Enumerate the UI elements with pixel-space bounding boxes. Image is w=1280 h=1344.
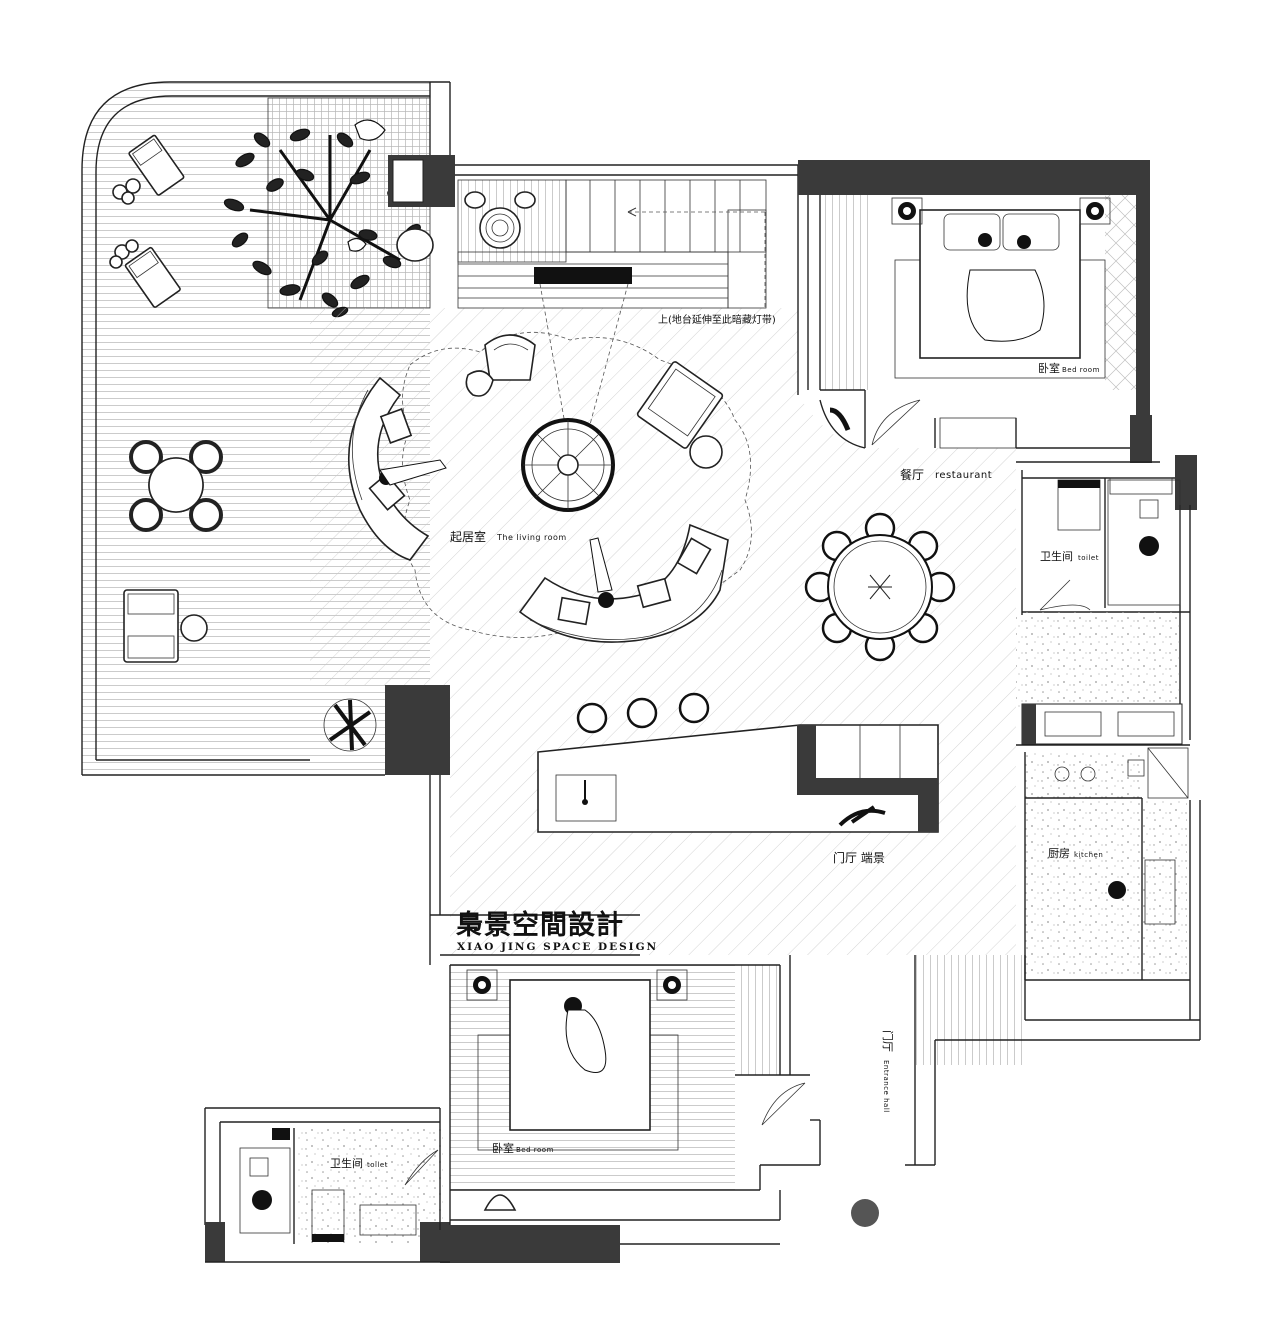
bedroom-bottom-label-en: Bed room [516,1146,554,1154]
entrance-label-cn: 门厅 [881,1030,895,1052]
side-tables-top [396,191,536,262]
living-room-label-cn: 起居室 [450,529,486,544]
restaurant-label-en: restaurant [935,470,992,481]
toilet-bottom-label-cn: 卫生间 [330,1156,363,1170]
entrance-area [810,955,1200,1227]
stove-icon [1054,766,1096,782]
living-room-label-en: The living room [496,533,567,542]
lounge-chair-2 [109,239,181,308]
kitchen-label-cn: 厨房 [1048,847,1070,860]
nightstand-top-right [1079,197,1111,225]
restaurant-label-cn: 餐厅 [900,467,924,482]
foyer-feature-label: 门厅 端景 [833,850,885,865]
bar-stools [576,692,710,734]
stair-note: 上(地台延伸至此暗藏灯带) [658,313,776,326]
bedroom-top-label-en: Bed room [1062,366,1100,374]
exterior-walls [385,155,809,965]
nightstand-bottom-left [466,969,498,1001]
person-cooking-icon [1108,881,1126,899]
dining-table [804,512,956,662]
bedroom-bottom-label-cn: 卧室 [492,1141,514,1155]
bedroom-top [798,160,1150,449]
round-coffee-table [521,418,615,512]
kitchen-label-en: kitchen [1074,851,1103,859]
armchair-right [636,361,724,469]
toilet-bottom-label-en: toilet [367,1161,388,1169]
kitchen [1016,612,1201,1040]
bedroom-top-label-cn: 卧室 [1038,361,1060,375]
brand-name-en: XIAO JING SPACE DESIGN [457,941,658,953]
kitchen-island [537,692,939,833]
toilet-right-label-en: toilet [1078,554,1099,562]
lounge-chair-1 [112,134,185,205]
terrace-daybed [123,589,208,663]
nightstand-top-left [891,197,923,225]
plant-icon [323,698,377,752]
brand-name-cn: 梟景空間設計 [455,909,624,941]
person-standing-icon [851,1199,879,1227]
curved-sofa-right [518,523,729,643]
person-lounging-icon [379,459,614,608]
toilet-right-label-cn: 卫生间 [1040,549,1073,563]
terrace-dining-set [129,440,223,532]
entrance-label-en: Entrance hall [882,1060,890,1113]
toilet-bottom [204,965,451,1263]
bedroom-bottom [440,955,821,1263]
toilet-right [1016,415,1197,740]
armchair-top [465,334,536,397]
nightstand-bottom-right [656,969,688,1001]
bedroom-top-door-arc [819,399,866,449]
curved-sofa-left [347,376,430,561]
